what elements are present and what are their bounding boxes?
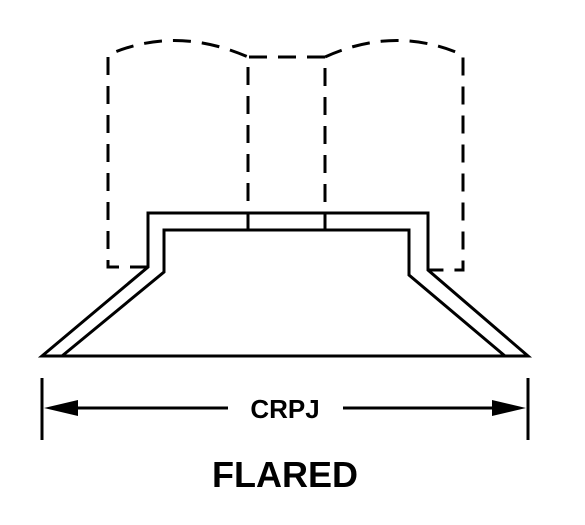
dimension-label: CRPJ xyxy=(250,394,319,424)
shape-title: FLARED xyxy=(212,454,358,495)
dimension-indicator: CRPJ xyxy=(40,378,530,440)
phantom-right-lobe xyxy=(324,39,465,272)
flared-outer-contour xyxy=(37,211,533,358)
flared-inner-contour xyxy=(61,228,506,358)
phantom-center-stem xyxy=(246,55,327,230)
phantom-outline xyxy=(106,39,465,272)
phantom-left-lobe xyxy=(106,39,249,269)
arrowhead-right xyxy=(492,400,526,416)
arrowhead-left xyxy=(44,400,78,416)
